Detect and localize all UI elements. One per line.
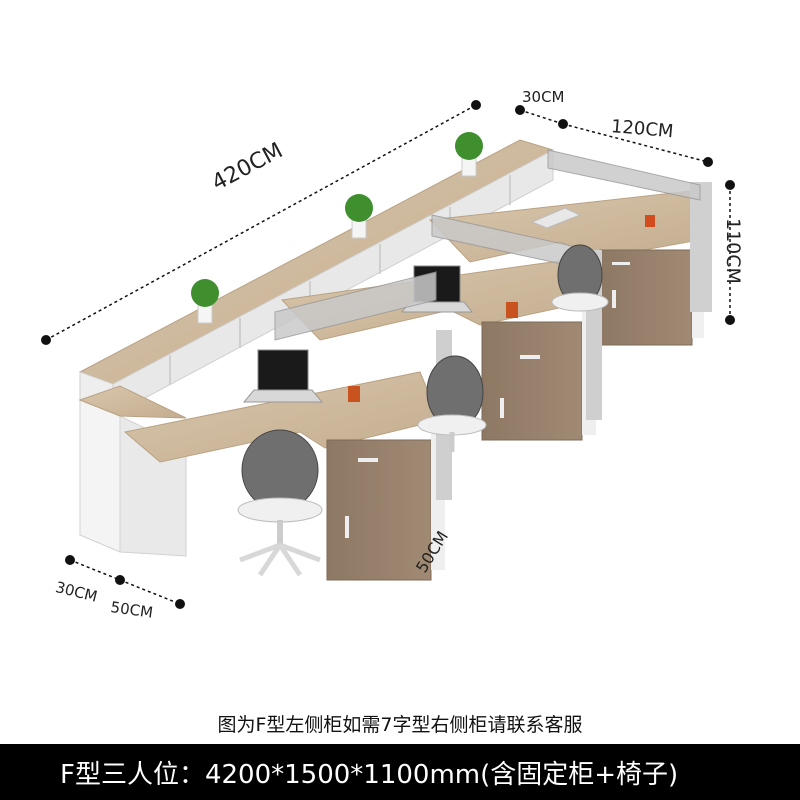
dimension-return-width: 30CM (522, 88, 565, 106)
office-workstation-illustration (41, 100, 735, 609)
plants (191, 132, 483, 324)
desk-1 (123, 330, 452, 581)
office-chairs (237, 244, 609, 577)
mug (506, 302, 518, 318)
desk-2 (280, 250, 602, 441)
caption-note: 图为F型左侧柜如需7字型右侧柜请联系客服 (217, 714, 583, 736)
mug (645, 215, 655, 227)
mug (348, 386, 360, 402)
chair-1 (237, 429, 323, 577)
laptop-1 (242, 349, 324, 403)
chair-2 (417, 355, 487, 452)
chair-3 (551, 244, 609, 312)
dimension-height: 110CM (722, 218, 744, 284)
spec-text: F型三人位：4200*1500*1100mm(含固定柜+椅子) (60, 760, 679, 790)
privacy-screens (274, 149, 701, 341)
spec-banner: F型三人位：4200*1500*1100mm(含固定柜+椅子) (0, 744, 800, 800)
laptop-3 (530, 207, 582, 229)
left-side-cabinet (78, 385, 187, 557)
